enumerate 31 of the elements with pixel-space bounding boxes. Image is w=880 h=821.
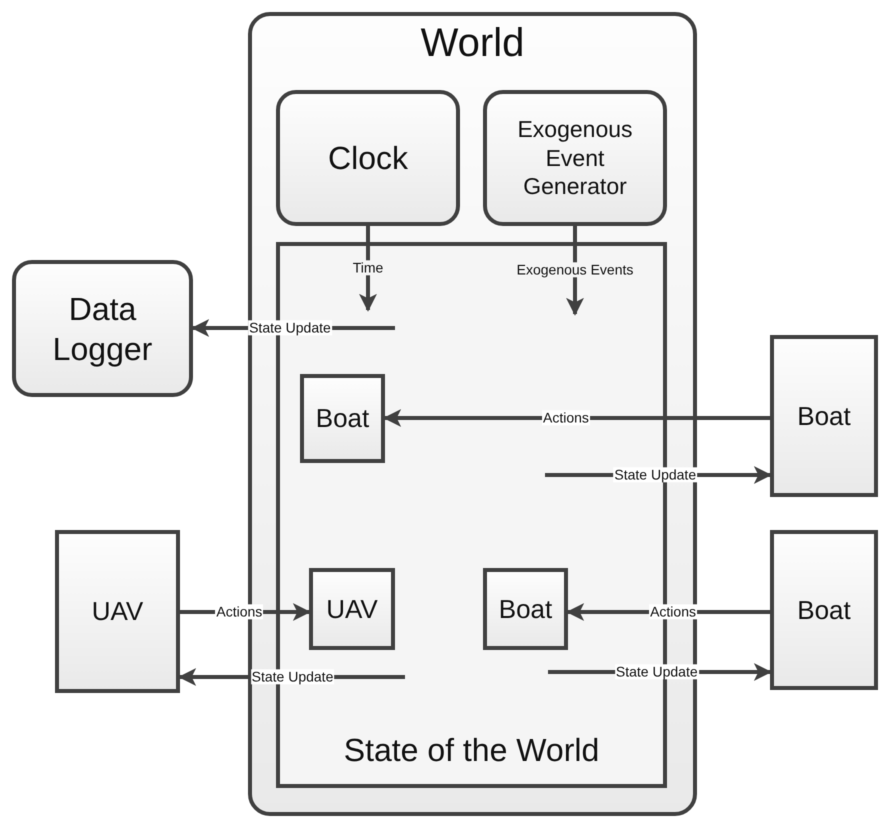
process-box: [770, 335, 878, 497]
rounded-box: [276, 90, 460, 226]
node-label: UAV: [92, 595, 144, 628]
edge-label: Actions: [649, 604, 697, 620]
edge-label: State Update: [614, 664, 699, 680]
node-label: Data Logger: [52, 290, 154, 368]
node-label: Boat: [316, 402, 370, 435]
node-label: UAV: [326, 592, 378, 626]
node-label: World: [420, 20, 524, 67]
node-label: Boat: [498, 592, 552, 626]
node-label: Exogenous Event Generator: [516, 114, 634, 202]
rounded-box: [12, 260, 193, 397]
process-box: [483, 568, 568, 650]
node-label: State of the World: [344, 731, 600, 770]
edge-label: Actions: [215, 604, 264, 620]
arrow: [566, 226, 584, 316]
edge-label: State Update: [248, 320, 332, 336]
edge-label: Time: [352, 260, 384, 276]
arrow: [383, 409, 770, 427]
rounded-box: [483, 90, 667, 226]
process-box: [300, 374, 385, 463]
node-label: Clock: [328, 139, 408, 178]
edge-label: Exogenous Events: [516, 262, 634, 278]
node-label: Boat: [797, 594, 851, 626]
edge-label: Actions: [542, 410, 590, 426]
edge-label: State Update: [613, 467, 698, 483]
edge-label: State Update: [250, 669, 334, 685]
process-box: [309, 568, 395, 650]
node-label: Boat: [797, 400, 851, 432]
process-box: [770, 530, 878, 690]
process-box: [55, 530, 180, 693]
